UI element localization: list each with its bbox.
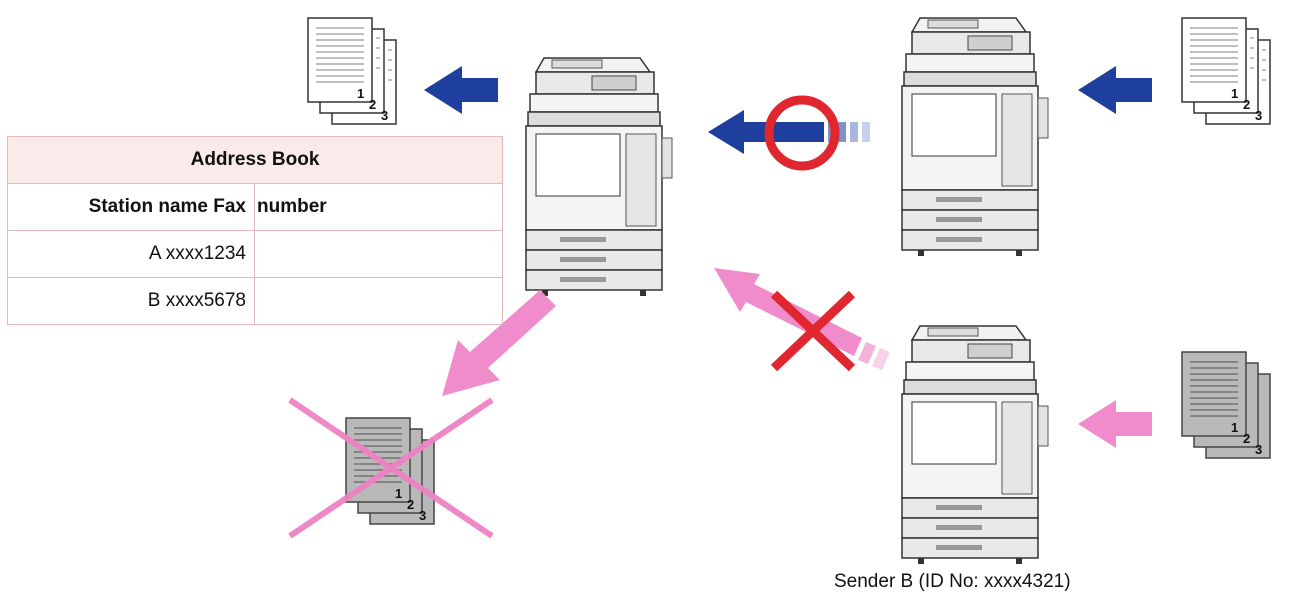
address-book-title: Address Book bbox=[7, 136, 503, 184]
fax-number-header: number bbox=[254, 183, 503, 231]
fax-cell bbox=[254, 230, 503, 278]
station-cell: B xxxx5678 bbox=[7, 277, 255, 325]
accepted-transmission-arrow-icon bbox=[708, 110, 870, 154]
station-cell: A xxxx1234 bbox=[7, 230, 255, 278]
sender-a-fax-machine-icon bbox=[901, 17, 1049, 257]
page-number-1: 1 bbox=[395, 486, 402, 501]
page-number-3: 3 bbox=[1255, 108, 1262, 123]
page-number-1: 1 bbox=[357, 86, 364, 101]
page-number-3: 3 bbox=[419, 508, 426, 523]
page-number-1: 1 bbox=[1231, 86, 1238, 101]
receiving-fax-machine-icon bbox=[525, 57, 673, 297]
page-number-3: 3 bbox=[1255, 442, 1262, 457]
output-arrow-icon bbox=[424, 66, 498, 114]
received-documents-icon: 1 2 3 bbox=[307, 17, 397, 125]
sender-b-fax-machine-icon bbox=[901, 325, 1049, 565]
discarded-documents-icon: 1 2 3 bbox=[345, 417, 435, 525]
accept-circle-icon bbox=[764, 95, 840, 171]
page-number-2: 2 bbox=[1243, 431, 1250, 446]
discard-arrow-icon bbox=[442, 290, 556, 396]
station-name-header: Station name Fax bbox=[7, 183, 255, 231]
address-book-table: Address Book Station name Fax number A x… bbox=[7, 136, 503, 325]
sender-a-documents-icon: 1 2 3 bbox=[1181, 17, 1271, 125]
page-number-2: 2 bbox=[407, 497, 414, 512]
input-arrow-bottom-icon bbox=[1078, 400, 1152, 448]
reject-cross-icon bbox=[770, 290, 856, 372]
table-row: B xxxx5678 bbox=[7, 277, 503, 325]
discard-cross-icon bbox=[288, 397, 494, 539]
sender-b-documents-icon: 1 2 3 bbox=[1181, 351, 1271, 459]
sender-b-caption: Sender B (ID No: xxxx4321) bbox=[834, 571, 1071, 592]
page-number-1: 1 bbox=[1231, 420, 1238, 435]
page-number-3: 3 bbox=[381, 108, 388, 123]
page-number-2: 2 bbox=[1243, 97, 1250, 112]
table-row: A xxxx1234 bbox=[7, 230, 503, 278]
input-arrow-top-icon bbox=[1078, 66, 1152, 114]
fax-cell bbox=[254, 277, 503, 325]
page-number-2: 2 bbox=[369, 97, 376, 112]
